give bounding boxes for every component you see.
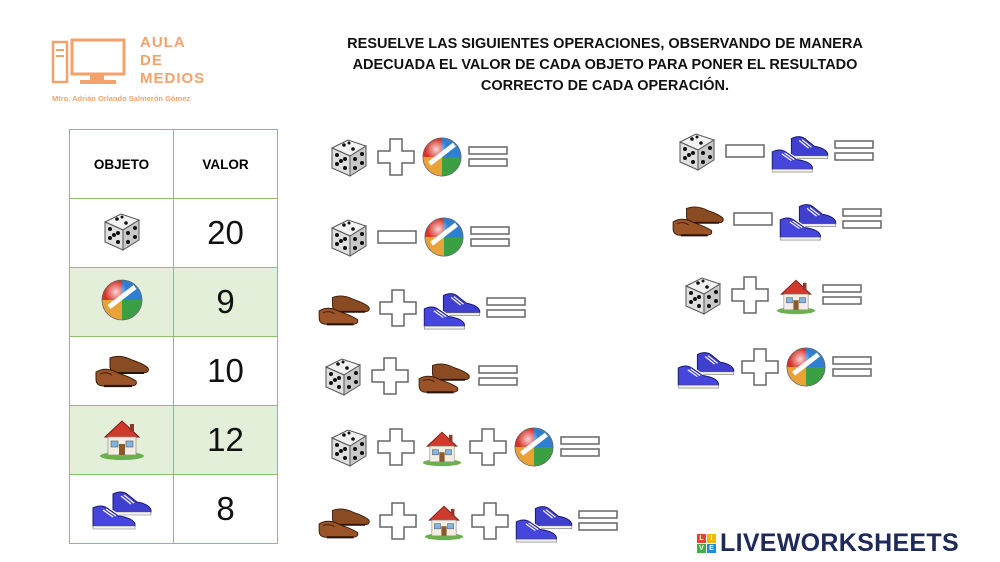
house-icon <box>776 279 816 315</box>
house-icon <box>97 415 147 461</box>
table-row: 12 <box>69 405 278 475</box>
sneakers-icon <box>779 204 837 241</box>
value-cell: 12 <box>173 405 278 475</box>
dice-icon <box>325 358 361 396</box>
ball-icon <box>99 277 145 323</box>
plus-icon <box>379 502 417 540</box>
table-row: 20 <box>69 198 278 268</box>
equals-icon[interactable] <box>832 355 872 379</box>
shoes-icon <box>318 507 371 539</box>
value-cell: 10 <box>173 336 278 406</box>
brand-letter: I <box>707 533 716 543</box>
object-cell <box>69 267 174 337</box>
minus-icon <box>377 230 417 244</box>
logo-line: AULA <box>140 34 186 51</box>
plus-icon <box>469 428 507 466</box>
plus-icon <box>471 502 509 540</box>
house-icon <box>424 505 464 541</box>
table-header-row: OBJETO VALOR <box>69 129 278 199</box>
computer-icon <box>51 38 126 84</box>
logo-author: Mtro. Adrián Orlando Salmerón Gómez <box>52 94 191 103</box>
ball-icon <box>420 135 464 179</box>
plus-icon <box>379 289 417 327</box>
table-row: 9 <box>69 267 278 337</box>
logo-line: DE <box>140 52 163 69</box>
instructions-line: ADECUADA EL VALOR DE CADA OBJETO PARA PO… <box>352 57 858 73</box>
ball-icon <box>784 345 828 389</box>
header-object: OBJETO <box>69 129 174 199</box>
dice-icon <box>331 219 367 257</box>
equals-icon[interactable] <box>822 283 862 307</box>
brand-letter: V <box>697 543 706 553</box>
object-value-table: OBJETO VALOR 20 9 10 12 8 <box>69 129 278 544</box>
dice-icon <box>99 208 145 254</box>
dice-icon <box>685 277 721 315</box>
object-cell <box>69 474 174 544</box>
shoes-icon <box>418 362 471 394</box>
object-cell <box>69 336 174 406</box>
instructions-line: RESUELVE LAS SIGUIENTES OPERACIONES, OBS… <box>347 36 863 52</box>
table-row: 8 <box>69 474 278 544</box>
equals-icon[interactable] <box>834 139 874 163</box>
sneakers-icon <box>423 293 481 330</box>
brand-letter: E <box>707 543 716 553</box>
equals-icon[interactable] <box>468 145 508 169</box>
ball-icon <box>512 425 556 469</box>
sneakers-icon <box>771 136 829 173</box>
plus-icon <box>377 428 415 466</box>
liveworksheets-brand: L I V E LIVEWORKSHEETS <box>697 528 959 558</box>
plus-icon <box>371 357 409 395</box>
logo-line: MEDIOS <box>140 70 206 87</box>
dice-icon <box>679 133 715 171</box>
value-cell: 9 <box>173 267 278 337</box>
brand-text: LIVEWORKSHEETS <box>720 528 959 557</box>
instructions-title: RESUELVE LAS SIGUIENTES OPERACIONES, OBS… <box>320 34 890 97</box>
header-value: VALOR <box>173 129 278 199</box>
equals-icon[interactable] <box>478 364 518 388</box>
sneakers-icon <box>515 506 573 543</box>
value-cell: 20 <box>173 198 278 268</box>
shoes-icon <box>318 294 371 326</box>
value-cell: 8 <box>173 474 278 544</box>
plus-icon <box>377 138 415 176</box>
dice-icon <box>331 429 367 467</box>
sneakers-icon <box>91 484 153 530</box>
object-cell <box>69 405 174 475</box>
equals-icon[interactable] <box>486 296 526 320</box>
aula-de-medios-logo: AULA DE MEDIOS Mtro. Adrián Orlando Salm… <box>51 34 242 106</box>
shoes-icon <box>92 346 152 392</box>
equals-icon[interactable] <box>560 435 600 459</box>
house-icon <box>422 431 462 467</box>
equals-icon[interactable] <box>470 225 510 249</box>
ball-icon <box>422 215 466 259</box>
instructions-line: CORRECTO DE CADA OPERACIÓN. <box>480 78 730 94</box>
object-cell <box>69 198 174 268</box>
minus-icon <box>725 144 765 158</box>
plus-icon <box>731 276 769 314</box>
plus-icon <box>741 348 779 386</box>
equals-icon[interactable] <box>578 509 618 533</box>
dice-icon <box>331 139 367 177</box>
sneakers-icon <box>677 352 735 389</box>
shoes-icon <box>672 205 725 237</box>
table-row: 10 <box>69 336 278 406</box>
equals-icon[interactable] <box>842 207 882 231</box>
brand-logo-icon: L I V E <box>697 533 716 553</box>
brand-letter: L <box>697 533 706 543</box>
minus-icon <box>733 212 773 226</box>
